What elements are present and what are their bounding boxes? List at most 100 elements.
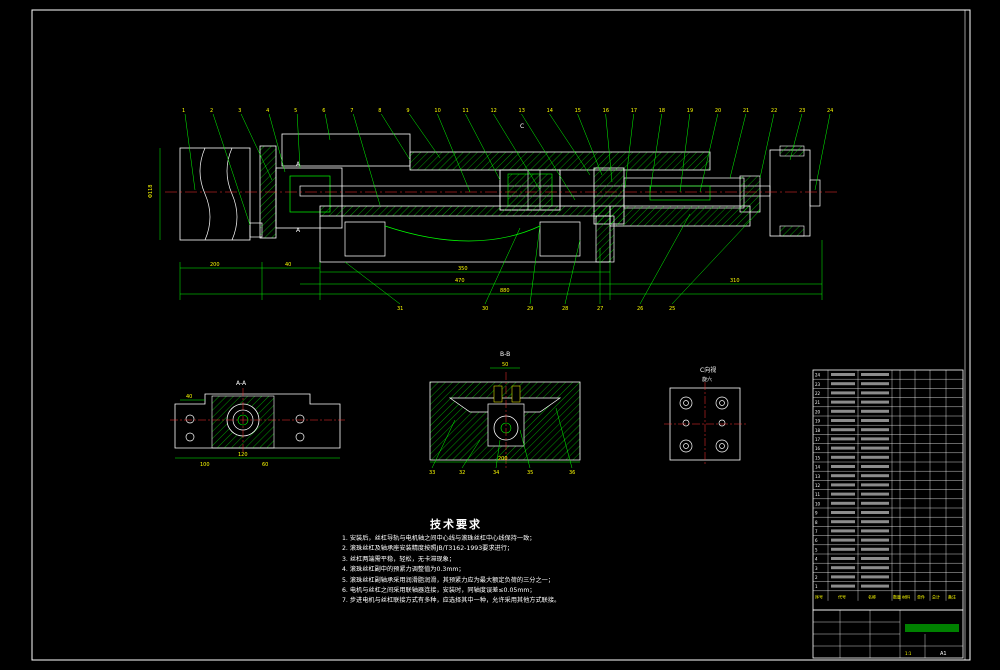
bom-name-9 [861,511,889,514]
leader-26 [639,213,691,305]
leader-31 [344,261,401,305]
bom-row-8: 8 [815,520,818,525]
aa-title: A-A [236,380,247,387]
leader-14 [549,113,591,176]
leader-7 [353,113,381,206]
bom-code-4 [831,557,855,560]
tech-requirement-1: 1. 安装后，丝杠导轨与电机轴之间中心线与滚珠丝杠中心线保持一致； [342,535,536,542]
dim-bed: 350 [458,266,468,272]
bb-leader-34 [495,439,501,469]
bom-name-10 [861,501,889,505]
dim-flange: 40 [285,262,291,268]
leader-18 [649,113,662,193]
dim-right: 310 [730,278,740,284]
part-number-15: 15 [575,108,581,114]
end-cap [769,149,811,237]
bb-leader-lines [431,407,573,469]
c-view-subtitle: 旋六 [702,376,712,383]
bb-number-33: 33 [429,470,435,476]
leader-21 [729,113,747,179]
part-number-31: 31 [397,306,403,312]
bom-name-19 [861,419,889,422]
part-number-10: 10 [434,108,440,114]
leader-28 [564,239,581,305]
bom-row-21: 21 [815,400,821,405]
part-number-23: 23 [799,108,805,114]
leader-15 [577,113,603,176]
section-markers: A A C [296,123,524,234]
part-number-29: 29 [527,306,533,312]
bom-header-7: 备注 [948,593,956,599]
bom-name-20 [861,409,889,413]
machine-bed [319,216,611,263]
bom-code-12 [831,483,855,487]
bom-header-5: 单件 [917,593,925,599]
part-number-27: 27 [597,306,603,312]
bom-code-3 [831,566,855,570]
tech-requirement-4: 4. 滚珠丝杠副中的预紧力调整值为0.3mm； [342,566,465,574]
part-number-4: 4 [266,108,269,114]
bom-code-15 [831,455,855,459]
part-number-12: 12 [490,108,496,114]
bom-row-19: 19 [815,419,821,424]
bb-leader-35 [519,429,531,469]
part-number-22: 22 [771,108,777,114]
aa-dim-lines [175,399,340,459]
bom-name-7 [861,529,889,533]
tech-requirement-7: 7. 步进电机与丝杠联接方式有多种，应选择其中一种，允许采用其他方式联接。 [342,597,561,605]
bom-name-2 [861,575,889,579]
bom-name-3 [861,566,889,570]
part-number-24: 24 [827,108,833,114]
bom-row-15: 15 [815,455,821,460]
dim-total: 880 [500,288,510,294]
leader-12 [493,113,541,191]
bom-row-3: 3 [815,566,818,571]
worktable [409,151,711,171]
bom-name-22 [861,391,889,395]
bom-name-13 [861,474,889,478]
part-number-18: 18 [659,108,665,114]
bom-code-22 [831,391,855,395]
leader-20 [699,113,719,193]
bom-name-5 [861,547,889,551]
c-view-title: C向视 [700,366,716,374]
section-aa-view: A-A 120 40 100 60 [170,380,345,468]
bom-code-21 [831,400,855,404]
leader-25 [671,209,761,305]
bom-row-24: 24 [815,373,821,378]
bom-code-24 [831,373,855,376]
bom-row-6: 6 [815,538,818,543]
leader-19 [679,113,691,193]
bom-name-21 [861,400,889,404]
bb-dim-top: 50 [502,362,508,368]
part-number-21: 21 [743,108,749,114]
bom-name-17 [861,437,889,441]
bom-code-11 [831,492,855,496]
bb-number-32: 32 [459,470,465,476]
bom-row-11: 11 [815,492,821,497]
bom-code-6 [831,538,855,542]
bom-row-7: 7 [815,529,818,534]
bearing-cover [281,133,411,167]
bom-frame [812,369,964,611]
aa-dim-width: 120 [238,452,248,458]
bom-code-1 [831,584,855,588]
leader-10 [437,113,471,193]
bom-name-11 [861,492,889,496]
bom-header-6: 总计 [932,593,940,599]
part-number-14: 14 [547,108,553,114]
main-bottom-leaders [344,209,761,305]
leader-11 [465,113,501,181]
bom-row-20: 20 [815,409,821,414]
slide-base [319,205,611,217]
bom-code-14 [831,465,855,468]
part-number-8: 8 [378,108,381,114]
bom-header-4: 材料 [902,593,910,599]
aa-dim-a: 40 [186,394,192,400]
main-leader-lines [184,113,831,226]
bb-number-34: 34 [493,470,499,476]
